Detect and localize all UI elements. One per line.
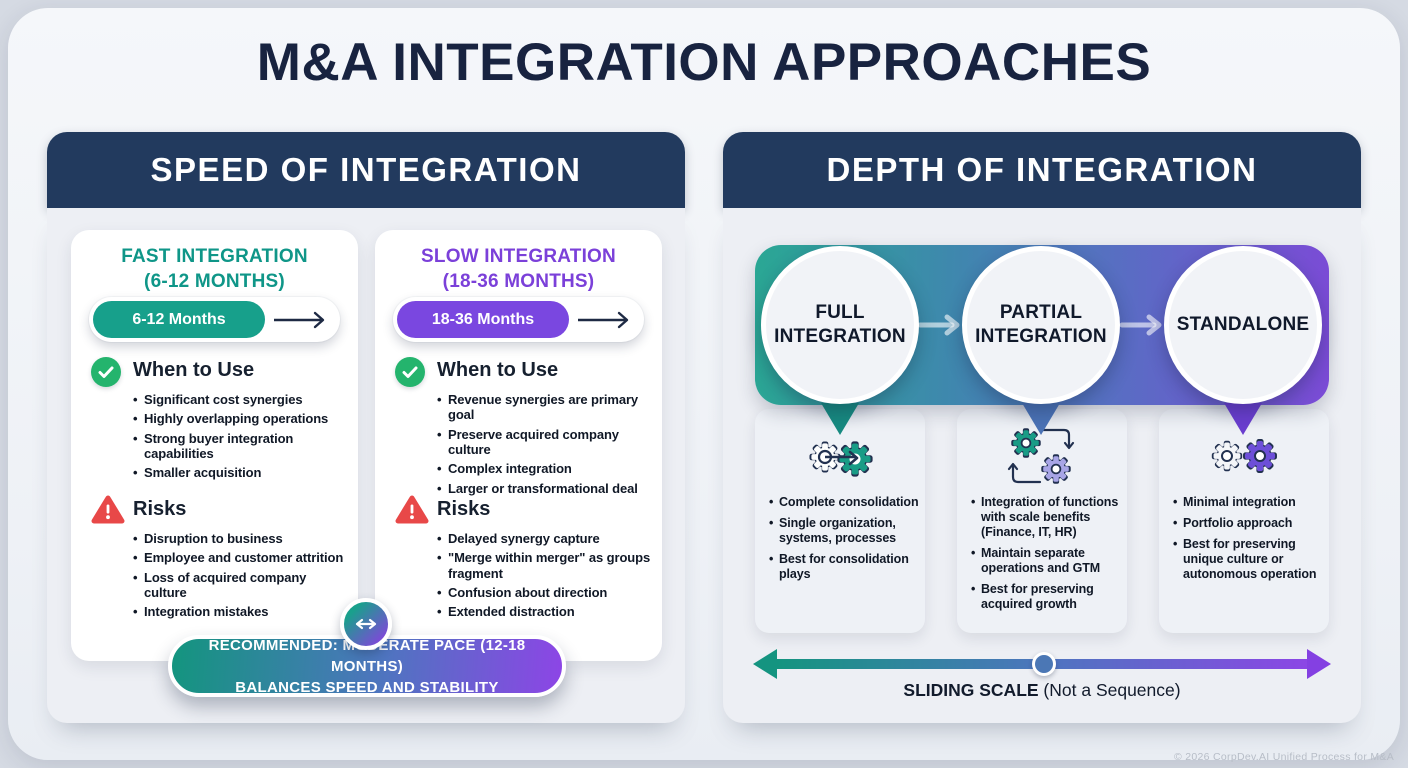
fast-risks-list: Disruption to business Employee and cust… [133,531,352,624]
fast-card-title: FAST INTEGRATION (6-12 MONTHS) [71,245,358,294]
check-circle-icon [395,357,425,387]
separate-gears-icon [1159,421,1329,491]
list-item: Extended distraction [437,604,656,620]
scale-label-rest: (Not a Sequence) [1038,680,1181,700]
sliding-scale-label: SLIDING SCALE (Not a Sequence) [723,680,1361,701]
list-item: Confusion about direction [437,585,656,601]
warning-triangle-icon [91,494,125,530]
list-item: Best for preserving acquired growth [971,582,1121,612]
copyright-note: © 2026 CorpDev.AI Unified Process for M&… [1173,751,1394,763]
sliding-scale-arrow [753,649,1331,679]
arrow-left-head [753,649,777,679]
list-item: Complex integration [437,461,656,477]
arrow-right-icon [917,314,960,336]
list-item: Significant cost synergies [133,392,352,408]
slow-title-line1: SLOW INTEGRATION [421,246,616,267]
stage-label-line1: FULL [815,302,865,324]
double-arrow-icon [340,598,392,650]
depth-panel: DEPTH OF INTEGRATION FULL INTEGRATION PA… [723,132,1361,723]
standalone-card: Minimal integration Portfolio approach B… [1159,409,1329,633]
recommendation-banner: RECOMMENDED: MODERATE PACE (12-18 MONTHS… [168,635,566,697]
fast-timeline-pill: 6-12 Months [89,297,340,342]
list-item: Employee and customer attrition [133,550,352,566]
fast-risks-heading: Risks [133,498,187,520]
list-item: Complete consolidation [769,495,919,510]
slow-timeline-pill: 18-36 Months [393,297,644,342]
fast-title-line1: FAST INTEGRATION [121,246,308,267]
slow-pill-label: 18-36 Months [397,301,569,338]
warning-triangle-icon [395,494,429,530]
list-item: Disruption to business [133,531,352,547]
fast-when-list: Significant cost synergies Highly overla… [133,392,352,485]
list-item: Revenue synergies are primary goal [437,392,656,423]
stage-circle-full-integration: FULL INTEGRATION [761,246,919,404]
check-circle-icon [91,357,121,387]
list-item: Integration of functions with scale bene… [971,495,1121,540]
list-item: Best for preserving unique culture or au… [1173,537,1323,582]
full-integration-card: Complete consolidation Single organizati… [755,409,925,633]
list-item: Loss of acquired company culture [133,570,352,601]
list-item: Highly overlapping operations [133,411,352,427]
arrow-right-icon [1119,314,1162,336]
stage-label-line2: INTEGRATION [774,326,906,347]
arrow-right-icon [578,311,629,329]
list-item: Integration mistakes [133,604,352,620]
full-integration-list: Complete consolidation Single organizati… [769,495,919,582]
recommendation-line2: BALANCES SPEED AND STABILITY [235,678,499,696]
arrow-right-icon [274,311,325,329]
slow-when-list: Revenue synergies are primary goal Prese… [437,392,656,500]
page-title: M&A INTEGRATION APPROACHES [256,33,1152,92]
slow-when-heading: When to Use [437,359,559,381]
scale-knob [1032,652,1056,676]
fast-integration-card: FAST INTEGRATION (6-12 MONTHS) 6-12 Mont… [71,230,358,661]
list-item: Portfolio approach [1173,516,1323,531]
arrow-right-head [1307,649,1331,679]
stage-circle-standalone: STANDALONE [1164,246,1322,404]
list-item: "Merge within merger" as groups fragment [437,550,656,581]
slow-risks-list: Delayed synergy capture "Merge within me… [437,531,656,624]
merged-gears-icon [755,421,925,491]
list-item: Minimal integration [1173,495,1323,510]
cycling-gears-icon [957,421,1127,491]
stage-label-line1: STANDALONE [1176,314,1310,336]
slow-title-line2: (18-36 MONTHS) [442,270,595,292]
scale-label-bold: SLIDING SCALE [903,680,1039,700]
slow-card-title: SLOW INTEGRATION (18-36 MONTHS) [375,245,662,294]
fast-title-line2: (6-12 MONTHS) [144,270,285,292]
list-item: Larger or transformational deal [437,481,656,497]
partial-integration-list: Integration of functions with scale bene… [971,495,1121,612]
slow-risks-heading: Risks [437,498,491,520]
slow-integration-card: SLOW INTEGRATION (18-36 MONTHS) 18-36 Mo… [375,230,662,661]
list-item: Delayed synergy capture [437,531,656,547]
list-item: Strong buyer integration capabilities [133,431,352,462]
stage-label-line2: INTEGRATION [975,326,1107,347]
stage-circle-partial-integration: PARTIAL INTEGRATION [962,246,1120,404]
list-item: Maintain separate operations and GTM [971,546,1121,576]
speed-panel: SPEED OF INTEGRATION FAST INTEGRATION (6… [47,132,685,723]
stage-label-line1: PARTIAL [999,302,1083,324]
list-item: Smaller acquisition [133,465,352,481]
partial-integration-card: Integration of functions with scale bene… [957,409,1127,633]
list-item: Single organization, systems, processes [769,516,919,546]
fast-pill-label: 6-12 Months [93,301,265,338]
standalone-list: Minimal integration Portfolio approach B… [1173,495,1323,582]
depth-panel-header: DEPTH OF INTEGRATION [723,132,1361,208]
list-item: Best for consolidation plays [769,552,919,582]
fast-when-heading: When to Use [133,359,255,381]
speed-panel-header: SPEED OF INTEGRATION [47,132,685,208]
list-item: Preserve acquired company culture [437,427,656,458]
